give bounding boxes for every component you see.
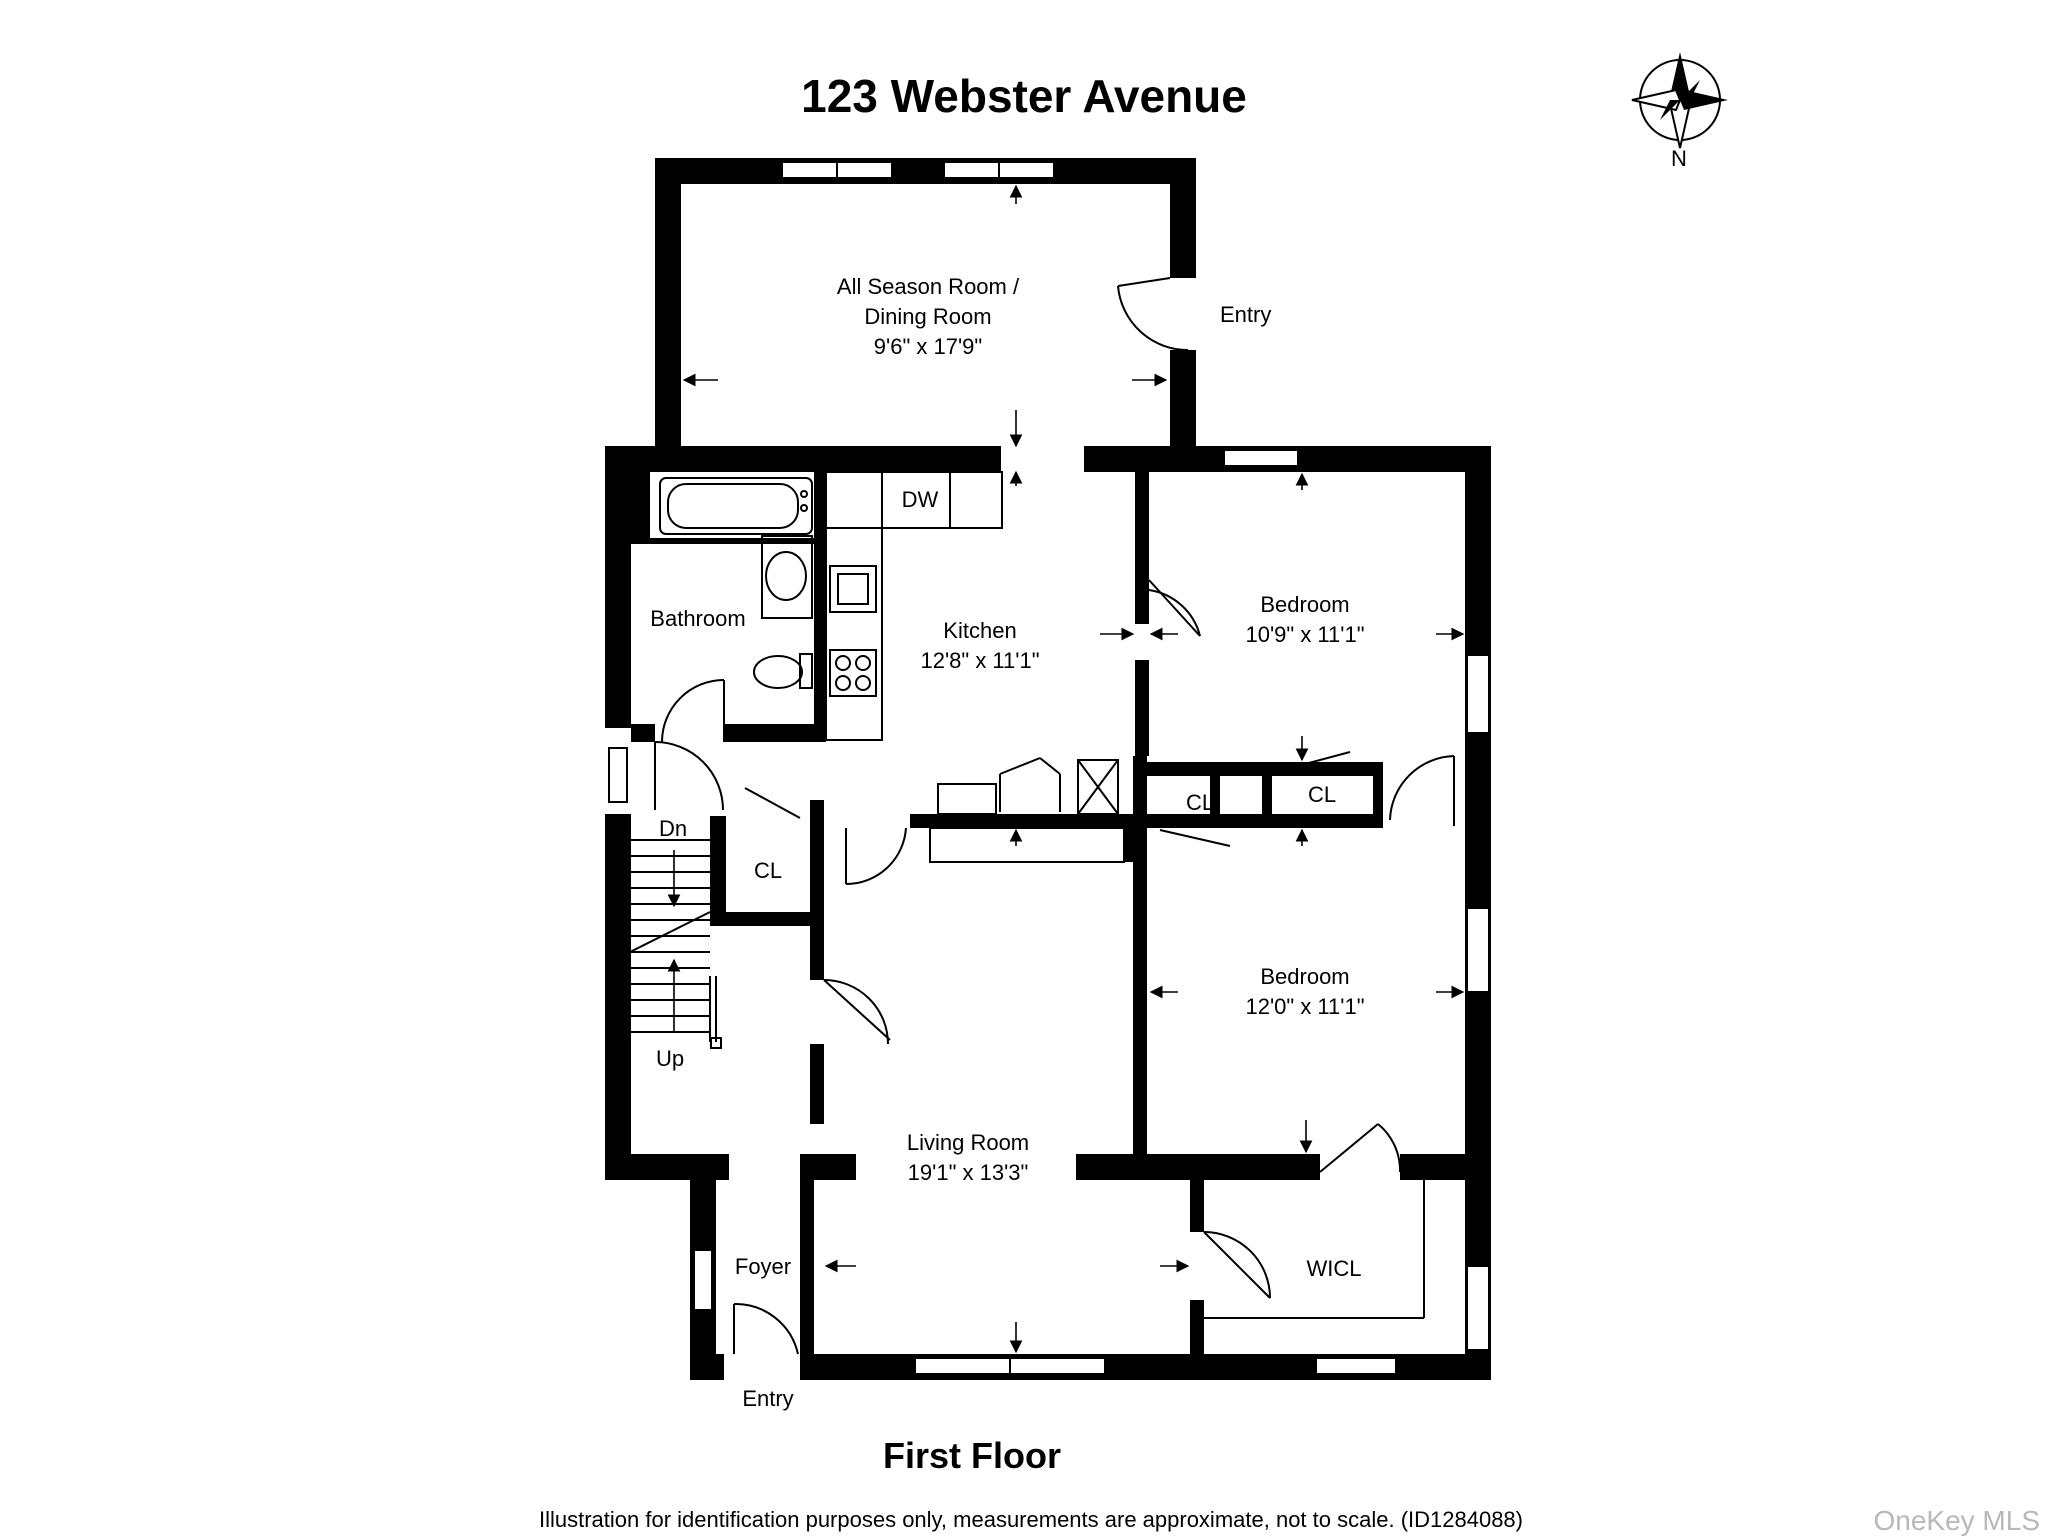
doors: [654, 277, 1455, 1355]
stairs-down-label: Dn: [659, 816, 687, 841]
kitchen-dims: 12'8" x 11'1": [920, 648, 1039, 673]
windows: [608, 161, 1490, 1375]
wicl-name: WICL: [1307, 1256, 1362, 1281]
bathroom-name: Bathroom: [650, 606, 745, 631]
stairs-up-label: Up: [656, 1046, 684, 1071]
all-season-room-name: All Season Room /: [837, 274, 1020, 299]
entry-bottom-label: Entry: [742, 1386, 793, 1411]
living-room-name: Living Room: [907, 1130, 1029, 1155]
bedroom-2-name: Bedroom: [1260, 964, 1349, 989]
living-room-dims: 19'1" x 13'3": [908, 1160, 1029, 1185]
dimension-arrows: [682, 184, 1465, 1354]
all-season-room-name-line2: Dining Room: [864, 304, 991, 329]
plan-title: 123 Webster Avenue: [801, 70, 1247, 122]
closet-bed-1-label: CL: [1186, 790, 1214, 815]
bedroom-1-name: Bedroom: [1260, 592, 1349, 617]
footer-disclaimer: Illustration for identification purposes…: [539, 1507, 1523, 1532]
dw-label: DW: [902, 487, 939, 512]
watermark: OneKey MLS: [1873, 1505, 2040, 1536]
closet-bed-2-label: CL: [1308, 782, 1336, 807]
closet-hall-label: CL: [754, 858, 782, 883]
compass-label: N: [1671, 146, 1687, 171]
bedroom-1-dims: 10'9" x 11'1": [1245, 622, 1364, 647]
kitchen-name: Kitchen: [943, 618, 1016, 643]
entry-top-label: Entry: [1220, 302, 1271, 327]
all-season-room-dims: 9'6" x 17'9": [874, 334, 982, 359]
compass-icon: [1631, 52, 1728, 149]
stairs: [629, 839, 722, 1049]
fixtures: [659, 471, 1425, 1319]
foyer-name: Foyer: [735, 1254, 791, 1279]
walls: [605, 158, 1491, 1380]
bedroom-2-dims: 12'0" x 11'1": [1245, 994, 1364, 1019]
floor-label: First Floor: [883, 1435, 1061, 1476]
